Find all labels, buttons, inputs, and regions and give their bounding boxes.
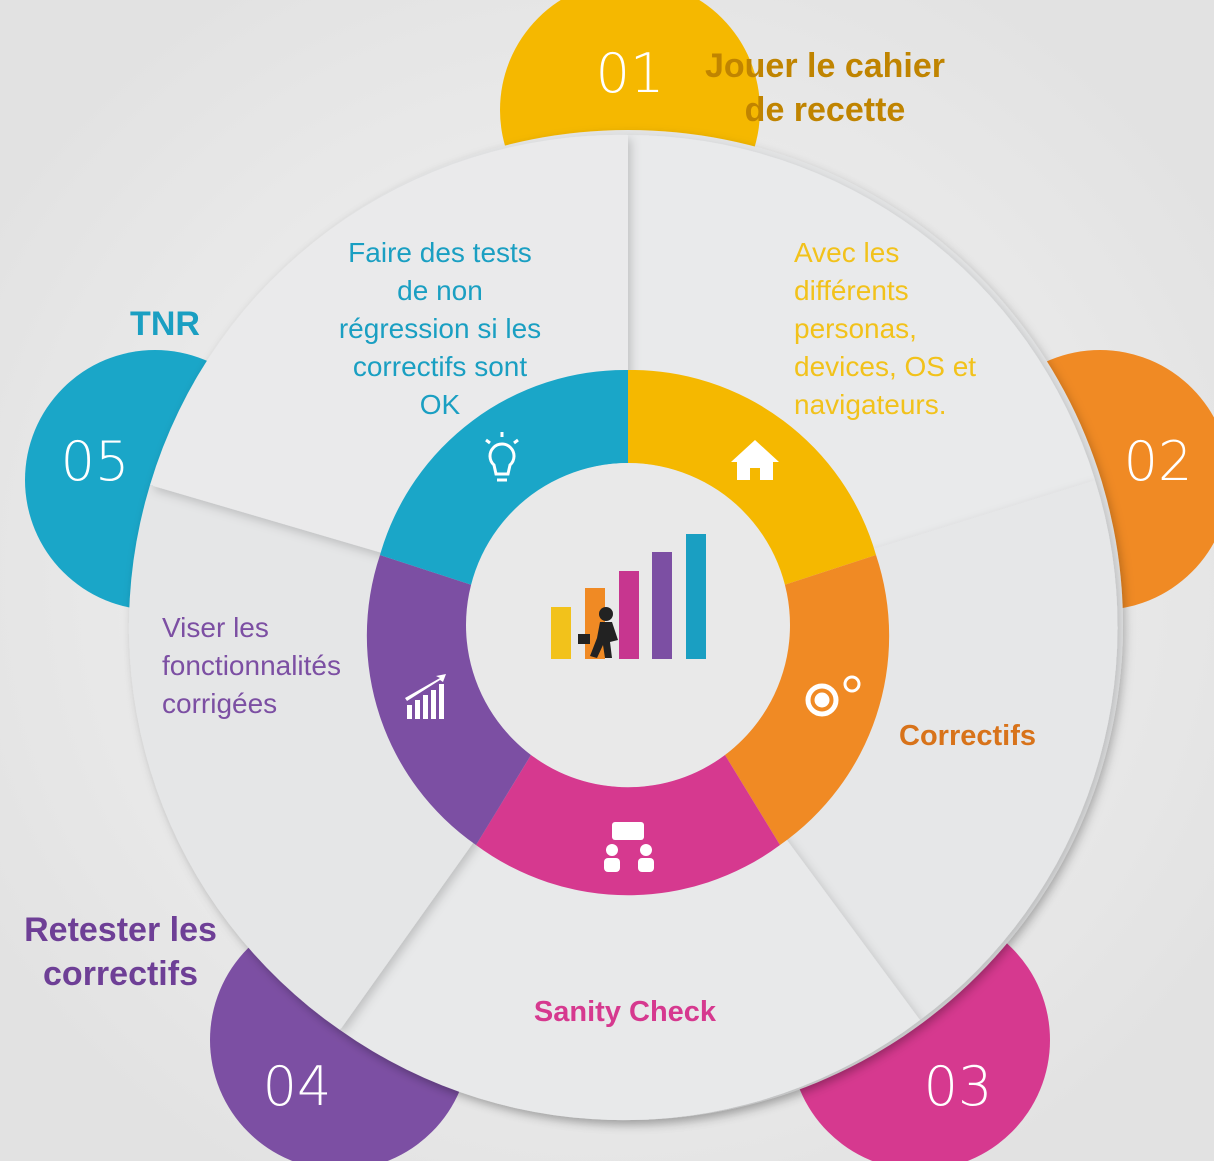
step-02-number: 02	[1124, 430, 1193, 493]
step-03-title: Sanity Check	[533, 996, 717, 1028]
step-01-number: 01	[596, 42, 665, 105]
step-02-title: Correctifs	[899, 720, 1036, 752]
step-05-number: 05	[61, 430, 130, 493]
step-04-number: 04	[263, 1055, 332, 1118]
step-05-description: Faire des tests de non régression si les…	[338, 237, 542, 420]
step-01-description: Avec les différents personas, devices, O…	[794, 237, 977, 420]
step-03-number: 03	[924, 1055, 993, 1118]
people-chat-icon	[604, 822, 654, 872]
step-01-title: Jouer le cahier de recette	[704, 47, 945, 129]
step-04-description: Viser les fonctionnalités corrigées	[162, 612, 342, 719]
businessman-bar-chart-icon	[551, 534, 706, 659]
home-icon	[731, 440, 779, 480]
lightbulb-icon	[485, 432, 519, 482]
ring-segment-04	[366, 555, 531, 845]
ring-segment-01	[628, 369, 876, 585]
gears-icon	[805, 675, 861, 717]
step-04-title: Retester les correctifs	[24, 911, 217, 993]
growth-chart-icon	[405, 674, 446, 719]
step-05-title: TNR	[130, 305, 200, 343]
ring-segment-05	[380, 369, 628, 585]
